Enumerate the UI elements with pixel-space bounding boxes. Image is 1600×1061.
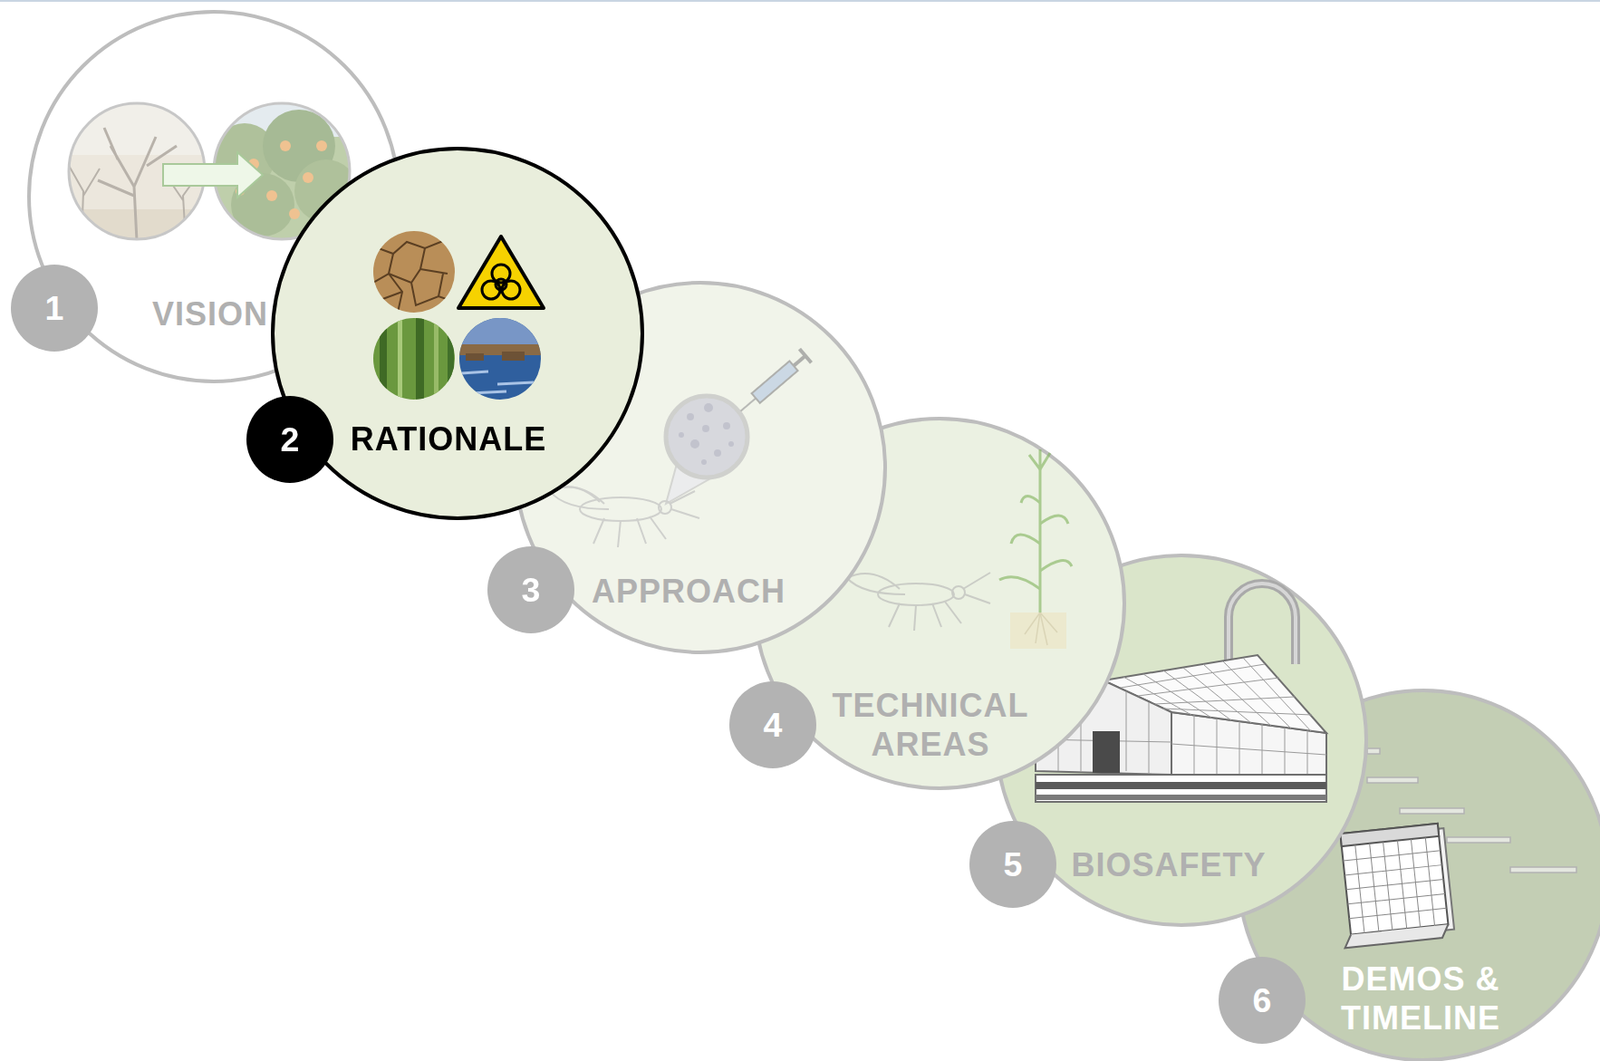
section-label: BIOSAFETY (1070, 845, 1266, 885)
number-badge: 2 (246, 395, 334, 483)
section-label: RATIONALE (350, 419, 547, 459)
section-label: APPROACH (591, 571, 786, 611)
callout-number: 3 (487, 546, 575, 634)
callout-number: 1 (10, 264, 98, 352)
callout-number: 2 (246, 395, 334, 483)
circle-outline (270, 146, 645, 521)
number-badge: 5 (969, 820, 1057, 908)
callout-number: 6 (1218, 956, 1306, 1044)
callout-number: 5 (969, 820, 1057, 908)
number-badge: 3 (487, 546, 575, 634)
number-badge: 1 (10, 264, 98, 352)
section-label: TECHNICAL AREAS (821, 685, 1040, 764)
callout-number: 4 (729, 681, 817, 769)
section-label: DEMOS & TIMELINE (1330, 959, 1512, 1038)
number-badge: 4 (729, 681, 817, 769)
number-badge: 6 (1218, 956, 1306, 1044)
rationale-icons (270, 146, 645, 521)
top-rule (0, 0, 1600, 2)
section-label: VISION (152, 294, 269, 334)
section-circle: RATIONALE (270, 146, 645, 521)
